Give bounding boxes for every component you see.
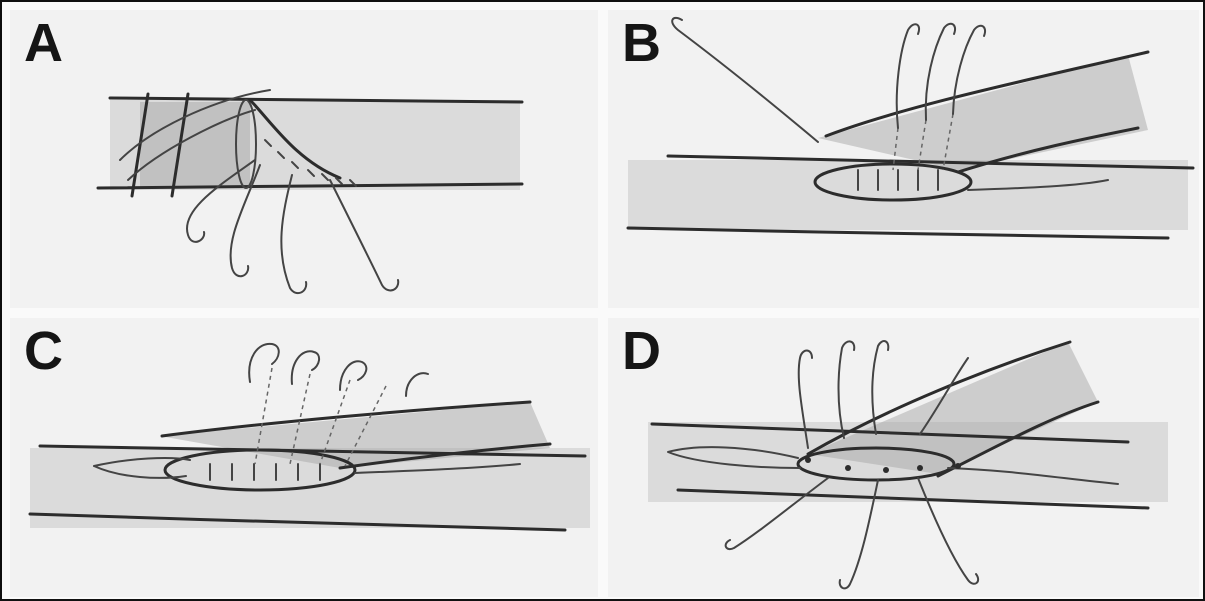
panel-b: B — [608, 10, 1199, 308]
panel-b-drawing — [608, 10, 1199, 308]
recipient-vessel-shading — [628, 160, 1188, 230]
panel-a-drawing — [10, 10, 598, 308]
panel-c-drawing — [10, 318, 598, 597]
needle-thread-3 — [281, 175, 306, 293]
needle-thread-3 — [872, 341, 888, 434]
panel-c: C — [10, 318, 598, 597]
panel-label-a: A — [24, 16, 63, 70]
needle-thread-1 — [249, 344, 279, 382]
needle-thread-4 — [330, 180, 398, 290]
panel-d: D — [608, 318, 1199, 597]
knot-2 — [845, 465, 851, 471]
donor-vessel-shading — [818, 55, 1148, 170]
knot-5 — [955, 463, 961, 469]
panel-label-c: C — [24, 324, 63, 378]
knot-3 — [883, 467, 889, 473]
panel-a: A — [10, 10, 598, 308]
knot-1 — [805, 457, 811, 463]
needle-thread-4 — [406, 373, 428, 396]
needle-thread-3 — [340, 361, 366, 390]
needle-thread-long — [672, 18, 818, 142]
knot-4 — [917, 465, 923, 471]
needle-thread-2 — [292, 351, 319, 384]
panel-d-drawing — [608, 318, 1199, 597]
panel-label-d: D — [622, 324, 661, 378]
panel-label-b: B — [622, 16, 661, 70]
